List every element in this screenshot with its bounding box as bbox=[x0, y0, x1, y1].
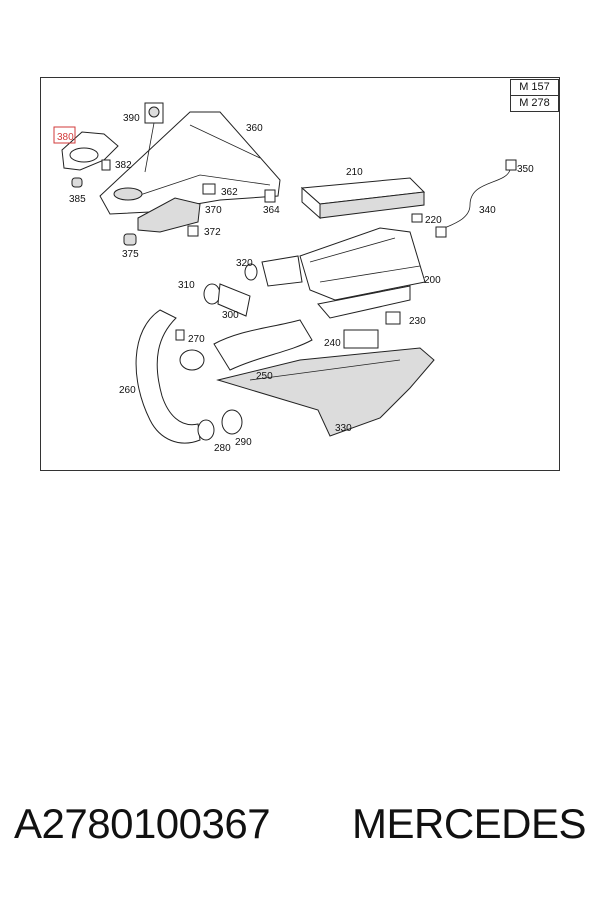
caption: A2780100367 MERCEDES bbox=[0, 800, 600, 860]
callout-240: 240 bbox=[324, 338, 341, 349]
callout-360: 360 bbox=[246, 123, 263, 134]
part-375-drawing bbox=[123, 233, 137, 246]
part-number: A2780100367 bbox=[14, 800, 271, 847]
callout-340: 340 bbox=[479, 205, 496, 216]
part-230-drawing bbox=[385, 311, 401, 325]
callout-385: 385 bbox=[69, 194, 86, 205]
part-372-drawing bbox=[187, 225, 199, 237]
part-362-drawing bbox=[202, 183, 216, 195]
callout-362: 362 bbox=[221, 187, 238, 198]
callout-220: 220 bbox=[425, 215, 442, 226]
callout-390: 390 bbox=[123, 113, 140, 124]
callout-350: 350 bbox=[517, 164, 534, 175]
part-290-drawing bbox=[221, 409, 243, 435]
part-270-drawing bbox=[175, 329, 185, 341]
model-code-m157: M 157 bbox=[510, 79, 559, 96]
part-364-drawing bbox=[264, 189, 276, 203]
part-360-drawing bbox=[99, 111, 281, 215]
callout-380: 380 bbox=[57, 132, 74, 143]
part-240-drawing bbox=[343, 329, 379, 349]
model-code-m278: M 278 bbox=[510, 95, 559, 112]
part-210-drawing bbox=[300, 177, 426, 220]
callout-320: 320 bbox=[236, 258, 253, 269]
part-280-drawing bbox=[197, 419, 215, 441]
part-380-drawing bbox=[61, 131, 119, 171]
part-260-drawing bbox=[135, 309, 205, 444]
part-340-drawing bbox=[411, 159, 517, 238]
callout-230: 230 bbox=[409, 316, 426, 327]
callout-382: 382 bbox=[115, 160, 132, 171]
part-370-drawing bbox=[137, 197, 201, 233]
part-200-drawing bbox=[299, 227, 426, 319]
callout-290: 290 bbox=[235, 437, 252, 448]
part-320-drawing bbox=[244, 255, 303, 287]
callout-210: 210 bbox=[346, 167, 363, 178]
part-390-drawing bbox=[144, 102, 164, 173]
callout-364: 364 bbox=[263, 205, 280, 216]
callout-310: 310 bbox=[178, 280, 195, 291]
part-382-drawing bbox=[101, 159, 111, 171]
callout-260: 260 bbox=[119, 385, 136, 396]
callout-300: 300 bbox=[222, 310, 239, 321]
part-330-drawing bbox=[216, 347, 435, 437]
callout-370: 370 bbox=[205, 205, 222, 216]
part-310-drawing bbox=[203, 283, 251, 317]
highlight-box bbox=[53, 126, 76, 144]
part-385-drawing bbox=[71, 177, 83, 188]
brand-name: MERCEDES bbox=[352, 800, 587, 847]
callout-280: 280 bbox=[214, 443, 231, 454]
callout-330: 330 bbox=[335, 423, 352, 434]
exploded-parts-diagram: 390 360 380 382 385 362 370 364 372 375 … bbox=[53, 102, 534, 454]
callout-372: 372 bbox=[204, 227, 221, 238]
callout-250: 250 bbox=[256, 371, 273, 382]
callout-375: 375 bbox=[122, 249, 139, 260]
callout-200: 200 bbox=[424, 275, 441, 286]
callout-270: 270 bbox=[188, 334, 205, 345]
part-250-drawing bbox=[213, 319, 313, 371]
